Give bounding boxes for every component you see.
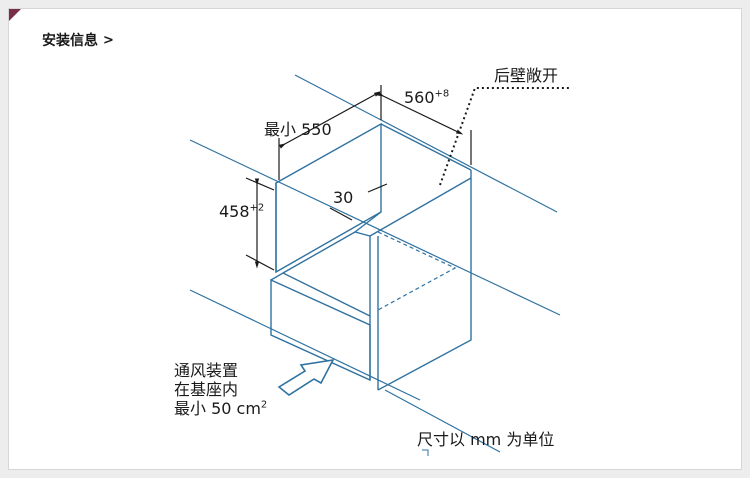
vent-area-unit-sup: 2 [260, 399, 268, 411]
depth-value: 560 [404, 88, 435, 107]
vent-line-3: 最小 50 cm2 [174, 399, 267, 418]
vent-area-text: 最小 50 cm [174, 399, 261, 418]
depth-label: 560+8 [404, 88, 449, 107]
height-value: 458 [219, 202, 250, 221]
depth-tolerance: +8 [434, 88, 450, 100]
gap-dim [329, 207, 353, 221]
section-title: 安装信息 [42, 33, 98, 49]
airflow-arrow-icon [277, 358, 335, 396]
height-label: 458+2 [219, 202, 264, 221]
units-note: 尺寸以 mm 为单位 [417, 430, 555, 449]
plinth [270, 278, 371, 382]
install-info-card: 安装信息 > [8, 8, 742, 470]
rear-open-leader [439, 87, 570, 186]
left-wall-line [189, 139, 561, 316]
gap-label: 30 [333, 188, 354, 207]
min-width-label: 最小 550 [264, 120, 332, 139]
section-header[interactable]: 安装信息 > [42, 30, 114, 50]
dimension-lines [245, 85, 472, 271]
rear-open-label: 后壁敞开 [494, 66, 559, 85]
corner-tag [9, 9, 21, 21]
cabinet-outline [270, 122, 472, 391]
right-panel [377, 170, 472, 391]
vent-note: 通风装置 在基座内 最小 50 cm2 [174, 361, 267, 418]
vent-line-1: 通风装置 [174, 361, 239, 380]
depth-dim [376, 91, 464, 135]
corner-mark-icon [422, 449, 429, 456]
height-tolerance: +2 [249, 202, 265, 214]
vent-line-2: 在基座内 [174, 380, 239, 399]
floor-line [384, 389, 501, 453]
inner-shelf [377, 231, 457, 311]
width-dim [278, 91, 382, 149]
chevron-right-icon: > [103, 32, 114, 48]
left-panel [275, 122, 382, 274]
